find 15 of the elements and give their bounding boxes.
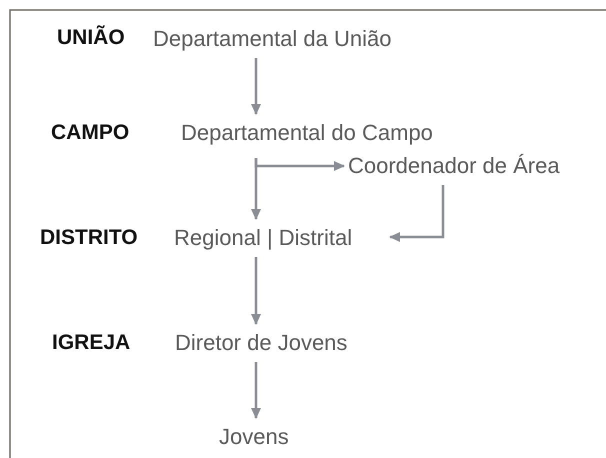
level-heading: CAMPO — [51, 120, 130, 146]
role-label: Diretor de Jovens — [175, 330, 348, 355]
level-heading: DISTRITO — [40, 225, 138, 251]
arrow — [389, 185, 444, 242]
arrow — [254, 158, 345, 171]
role-label: Regional | Distrital — [174, 225, 352, 250]
arrow — [251, 58, 261, 115]
role-label: Coordenador de Área — [348, 153, 560, 178]
role-label: Departamental da União — [153, 26, 392, 51]
role-label: Departamental do Campo — [181, 120, 433, 145]
arrow — [251, 362, 261, 419]
level-heading: UNIÃO — [57, 25, 125, 51]
arrow — [251, 257, 261, 325]
role-label: Jovens — [219, 424, 289, 449]
level-heading: IGREJA — [52, 330, 130, 356]
